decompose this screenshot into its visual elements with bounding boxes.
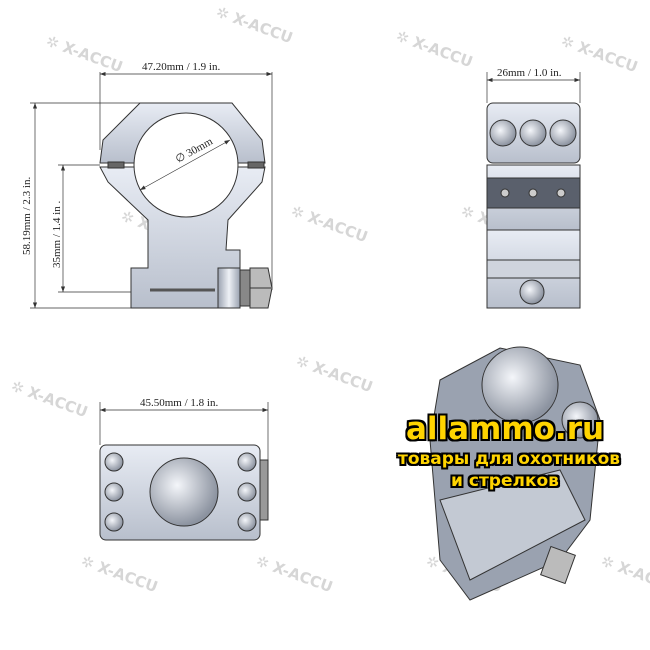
promo-overlay: allammo.ru товары для охотников и стрелк…: [360, 410, 650, 492]
bottom-view: [99, 444, 269, 541]
promo-tagline: товары для охотников: [397, 449, 621, 469]
center-height-label: 35mm / 1.4 in .: [51, 201, 63, 268]
front-view: [99, 102, 273, 309]
watermark: ✲ X-ACCU: [79, 552, 160, 596]
watermark: ✲ X-ACCU: [294, 352, 375, 396]
watermark: ✲ X-ACCU: [214, 3, 295, 47]
front-dimensions: [30, 71, 273, 309]
front-height-label: 58.19mm / 2.3 in.: [21, 177, 33, 255]
watermark: ✲ X-ACCU: [254, 552, 335, 596]
bottom-dimensions: [99, 402, 269, 460]
promo-tagline-2: и стрелков: [451, 471, 559, 491]
watermark: ✲ X-ACCU: [9, 377, 90, 421]
watermark: ✲ X-ACCU: [394, 27, 475, 71]
bottom-width-label: 45.50mm / 1.8 in.: [140, 397, 218, 409]
watermark: ✲ X-ACCU: [559, 32, 640, 76]
side-dimensions: [486, 72, 581, 103]
watermark: ✲ X-ACCU: [599, 552, 650, 596]
isometric-view: [429, 346, 601, 601]
watermark: ✲ X-ACCU: [44, 32, 125, 76]
promo-site[interactable]: allammo.ru: [405, 411, 605, 447]
front-width-label: 47.20mm / 1.9 in.: [142, 61, 220, 73]
side-view: [486, 102, 581, 309]
side-width-label: 26mm / 1.0 in.: [497, 67, 562, 79]
watermark: ✲ X-ACCU: [289, 202, 370, 246]
